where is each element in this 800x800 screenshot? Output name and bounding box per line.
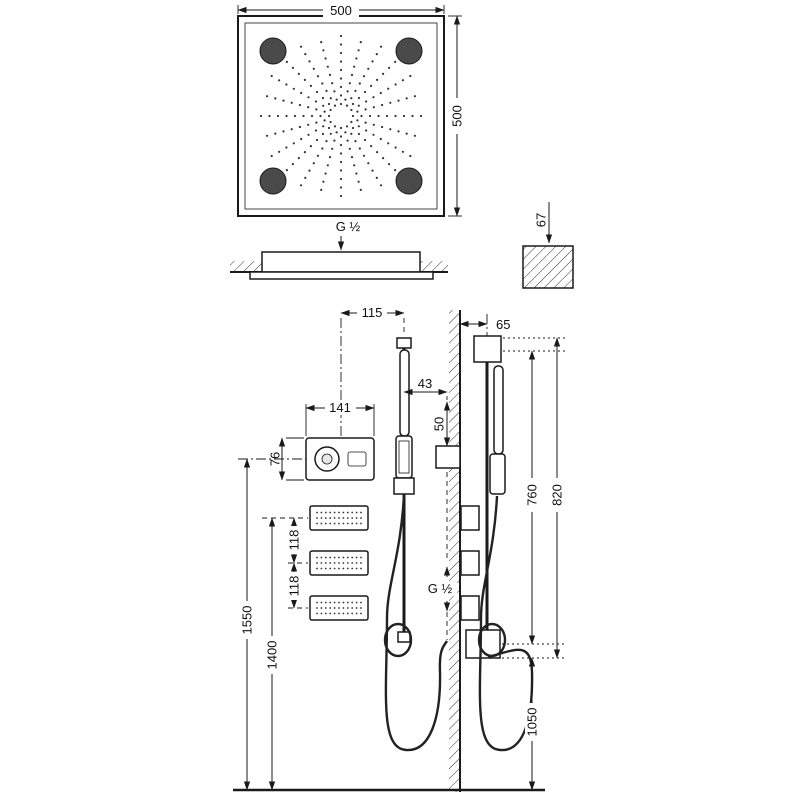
- dim-label-rail-length: 760: [525, 484, 540, 506]
- dim-label-ceiling-offset: 67: [534, 213, 549, 227]
- rail-top-bracket: [396, 337, 412, 349]
- hand-shower-head: [395, 435, 413, 479]
- column-top-bracket: [473, 335, 502, 363]
- ceiling-section-block: [522, 245, 574, 289]
- dim-label-rail-offset: 115: [362, 305, 383, 320]
- dim-label-jet-spacing-upper: 118: [287, 530, 302, 551]
- body-jet-1-side: [460, 505, 480, 531]
- hand-shower-handle-side: [493, 365, 504, 455]
- dim-label-head-depth: 500: [450, 105, 465, 127]
- body-jet-3-side: [460, 595, 480, 621]
- rail-bottom-bracket: [397, 631, 411, 643]
- head-inner-frame: [244, 22, 438, 210]
- rail-slider: [393, 477, 415, 495]
- dim-label-mixer-width: 141: [329, 400, 351, 415]
- hand-shower-handle: [399, 349, 410, 437]
- hand-shower-face: [398, 440, 410, 474]
- body-jet-1-nozzles: [316, 511, 362, 525]
- mixer-button: [347, 451, 367, 467]
- hand-shower-head-side: [489, 453, 506, 495]
- corner-fixing-2: [395, 37, 423, 65]
- head-flange-profile: [249, 271, 434, 280]
- corner-fixing-1: [259, 37, 287, 65]
- wall-hatch: [449, 310, 460, 792]
- body-jet-3-nozzles: [316, 601, 362, 615]
- shower-hose-front: [384, 493, 449, 752]
- dim-label-mixer-height: 76: [268, 452, 283, 466]
- dim-label-outlet-drop: 50: [432, 417, 447, 431]
- front-view: [238, 318, 461, 752]
- nozzle-dot-pattern: [259, 34, 423, 198]
- dim-label-column-height: 820: [550, 484, 565, 506]
- corner-fixing-3: [259, 167, 287, 195]
- wall-and-floor: [233, 310, 545, 792]
- dim-label-jet-height-floor: 1400: [265, 641, 280, 670]
- dim-label-head-width: 500: [330, 3, 352, 18]
- head-body-profile: [261, 251, 421, 273]
- side-view-dimensions: 65 760 820 1050: [459, 317, 565, 791]
- dim-label-jet-spacing-lower: 118: [287, 576, 302, 597]
- ceiling-section-detail: 67: [522, 202, 574, 289]
- shower-head-top-view: [237, 15, 445, 217]
- dim-head-width: 500: [237, 3, 445, 18]
- front-view-dimensions: 115 141 43 50 76 118: [240, 305, 457, 791]
- shower-head-side-view: G ½: [230, 219, 448, 280]
- side-view: [460, 314, 566, 752]
- label-outlet-connection: G ½: [428, 581, 453, 596]
- hose-loop-front: [383, 622, 413, 658]
- body-jet-2-side: [460, 550, 480, 576]
- hose-loop-side: [477, 622, 507, 658]
- dim-label-outlet-offset: 43: [418, 376, 432, 391]
- dim-head-depth: 500: [448, 15, 465, 217]
- outlet-elbow-side: [465, 629, 501, 659]
- body-jet-2-nozzles: [316, 556, 362, 570]
- corner-fixing-4: [395, 167, 423, 195]
- label-head-connection: G ½: [336, 219, 361, 234]
- wall-outlet-elbow: [435, 445, 461, 469]
- dim-label-mixer-height-floor: 1550: [240, 606, 255, 635]
- mixer-knob-center: [321, 453, 333, 465]
- dim-label-outlet-height-floor: 1050: [525, 708, 540, 737]
- dim-label-wall-offset: 65: [496, 317, 510, 332]
